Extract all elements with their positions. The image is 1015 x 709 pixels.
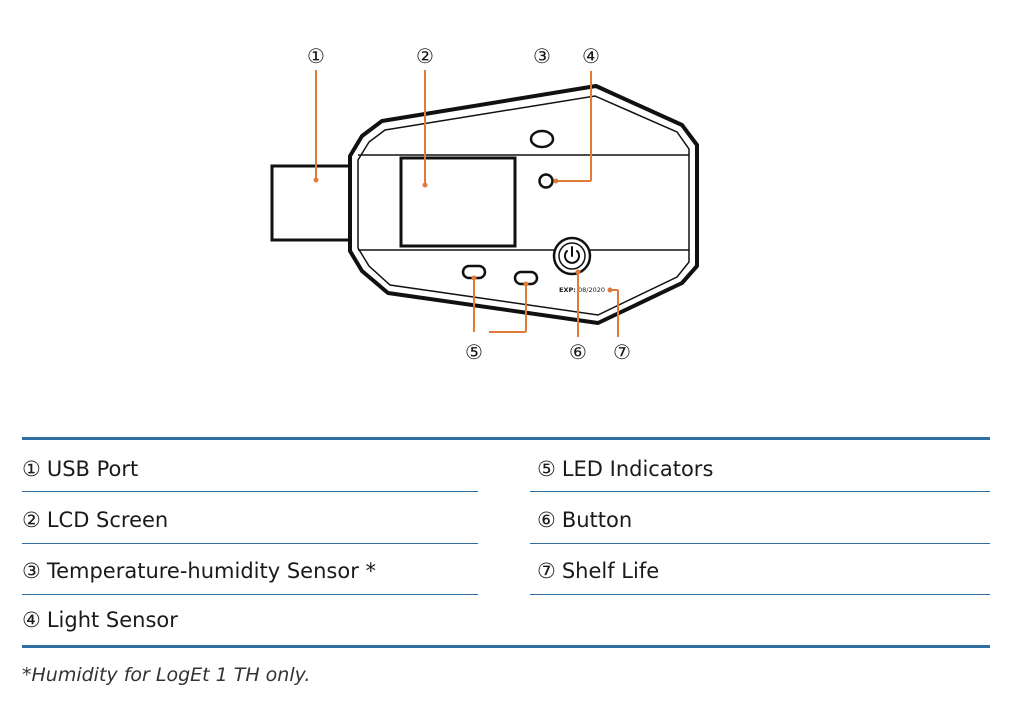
legend-label: USB Port <box>46 457 139 481</box>
legend-divider <box>530 543 990 544</box>
light-sensor <box>538 173 554 189</box>
legend-label: LCD Screen <box>46 508 169 532</box>
lcd-screen <box>399 156 517 248</box>
legend-num: ④ <box>22 608 41 632</box>
device-body <box>348 84 699 325</box>
exp-label: EXP: <box>559 286 576 294</box>
legend-num: ⑥ <box>537 508 556 532</box>
device-diagram: EXP: 08/2020 ① ② ③ ④ ⑤ ⑥ ⑦ <box>270 44 699 364</box>
callout-6: ⑥ <box>569 340 587 364</box>
temperature-humidity-sensor <box>529 129 555 149</box>
legend-divider <box>22 594 478 595</box>
legend-num: ⑦ <box>537 559 556 583</box>
legend-top-rule <box>22 437 990 440</box>
footnote: *Humidity for LogEt 1 TH only. <box>22 664 311 686</box>
legend-num: ③ <box>22 559 41 583</box>
callout-2: ② <box>416 44 434 68</box>
callout-1: ① <box>307 44 325 68</box>
callout-7: ⑦ <box>613 340 631 364</box>
legend-num: ⑤ <box>537 457 556 481</box>
legend-divider <box>22 543 478 544</box>
power-button <box>552 236 592 276</box>
callout-4: ④ <box>582 44 600 68</box>
legend-num: ① <box>22 457 41 481</box>
legend-label: Button <box>561 508 633 532</box>
legend-divider <box>530 594 990 595</box>
legend-label: LED Indicators <box>561 457 714 481</box>
legend-label: Temperature-humidity Sensor * <box>46 559 376 583</box>
legend-label: Shelf Life <box>561 559 660 583</box>
legend-label: Light Sensor <box>46 608 178 632</box>
legend-num: ② <box>22 508 41 532</box>
callout-3: ③ <box>533 44 551 68</box>
power-icon <box>564 250 580 264</box>
legend-bottom-rule <box>22 645 990 648</box>
callout-5: ⑤ <box>465 340 483 364</box>
leader-lines <box>315 70 619 337</box>
legend-divider <box>530 491 990 492</box>
exp-date: 08/2020 <box>578 286 605 294</box>
legend-divider <box>22 491 478 492</box>
